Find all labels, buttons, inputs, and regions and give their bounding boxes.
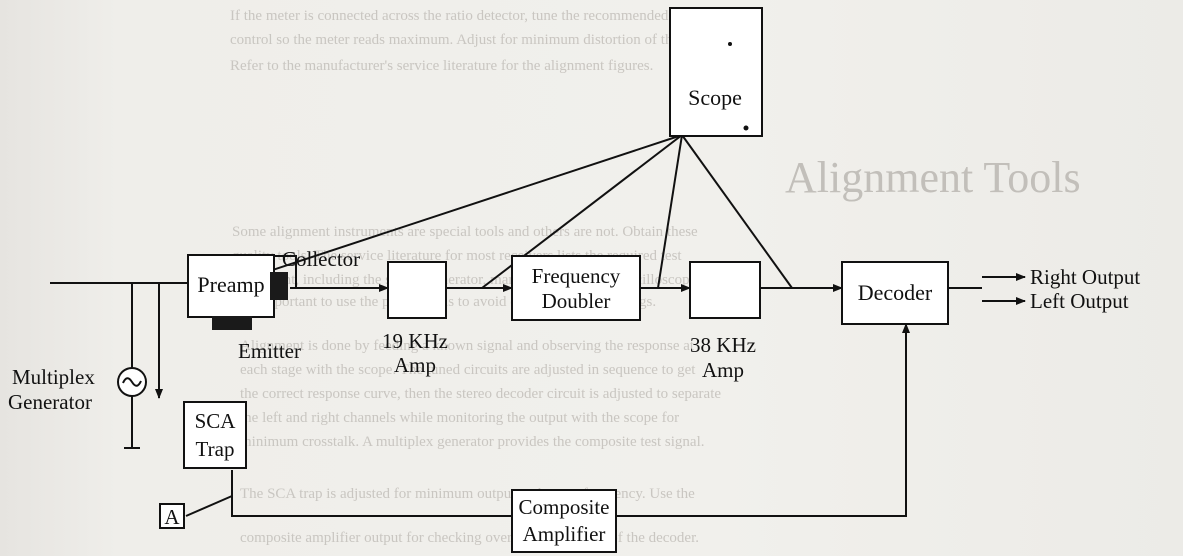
bg-line: the left and right channels while monito… xyxy=(240,410,679,426)
bg-line: control so the meter reads maximum. Adju… xyxy=(230,32,722,48)
bg-line: composite amplifier output for checking … xyxy=(240,530,699,546)
doubler-label-1: Frequency xyxy=(532,264,621,288)
amp-19khz-block xyxy=(387,261,447,319)
amp-19khz-label-2: Amp xyxy=(394,353,436,377)
left-output-label: Left Output xyxy=(1030,289,1129,313)
test-point-a-box xyxy=(159,503,185,529)
emitter-terminal xyxy=(212,316,252,330)
doubler-label-2: Doubler xyxy=(542,289,611,313)
emitter-label: Emitter xyxy=(238,339,301,363)
sca-trap-block xyxy=(183,401,247,469)
bg-heading: Alignment Tools xyxy=(785,153,1081,202)
scope-block xyxy=(669,7,763,137)
bg-line: If the meter is connected across the rat… xyxy=(230,8,669,24)
bg-line: Refer to the manufacturer's service lite… xyxy=(230,58,653,74)
collector-terminal xyxy=(270,272,288,300)
composite-label-1: Composite xyxy=(518,495,609,519)
decoder-label: Decoder xyxy=(858,280,933,305)
sine-wave-icon xyxy=(122,377,142,387)
amp-38khz-block xyxy=(689,261,761,319)
bg-line: the correct response curve, then the ste… xyxy=(240,386,721,402)
background-text: If the meter is connected across the rat… xyxy=(230,8,1081,546)
test-point-wire xyxy=(185,495,233,517)
sca-trap-label-1: SCA xyxy=(195,409,237,433)
trap-to-composite-wire xyxy=(231,470,512,517)
bg-line: Alignment is done by feeding a known sig… xyxy=(240,338,695,354)
generator-label-1: Multiplex xyxy=(12,365,95,389)
composite-label-2: Amplifier xyxy=(523,522,606,546)
signal-wires xyxy=(50,134,1026,517)
amp-38khz-label-2: Amp xyxy=(702,358,744,382)
composite-to-decoder-wire xyxy=(616,323,910,517)
bg-line: The SCA trap is adjusted for minimum out… xyxy=(240,486,695,502)
bg-line: Some alignment instruments are special t… xyxy=(232,224,698,240)
decoder-block xyxy=(841,261,949,325)
scope-label: Scope xyxy=(688,85,742,110)
amp-38khz-label-1: 38 KHz xyxy=(690,333,756,357)
right-output-label: Right Output xyxy=(1030,265,1140,289)
bg-line: each stage with the scope. The tuned cir… xyxy=(240,362,696,378)
scope-probe-wire-1 xyxy=(217,134,683,289)
scope-knob xyxy=(743,125,749,131)
scope-probe-wire-3 xyxy=(657,134,683,289)
amp-19khz-label-1: 19 KHz xyxy=(382,329,448,353)
scope-screen-dot xyxy=(728,42,732,46)
bg-line: minimum crosstalk. A multiplex generator… xyxy=(240,434,705,450)
preamp-label: Preamp xyxy=(197,272,264,297)
frequency-doubler-block xyxy=(511,255,641,321)
scope-probe-wire-4 xyxy=(681,134,793,289)
sca-trap-label-2: Trap xyxy=(196,437,235,461)
collector-label: Collector xyxy=(282,247,360,271)
composite-amplifier-block xyxy=(511,489,617,553)
generator-label-2: Generator xyxy=(8,390,92,414)
collector-lead xyxy=(274,255,297,288)
test-point-a-label: A xyxy=(164,505,180,529)
